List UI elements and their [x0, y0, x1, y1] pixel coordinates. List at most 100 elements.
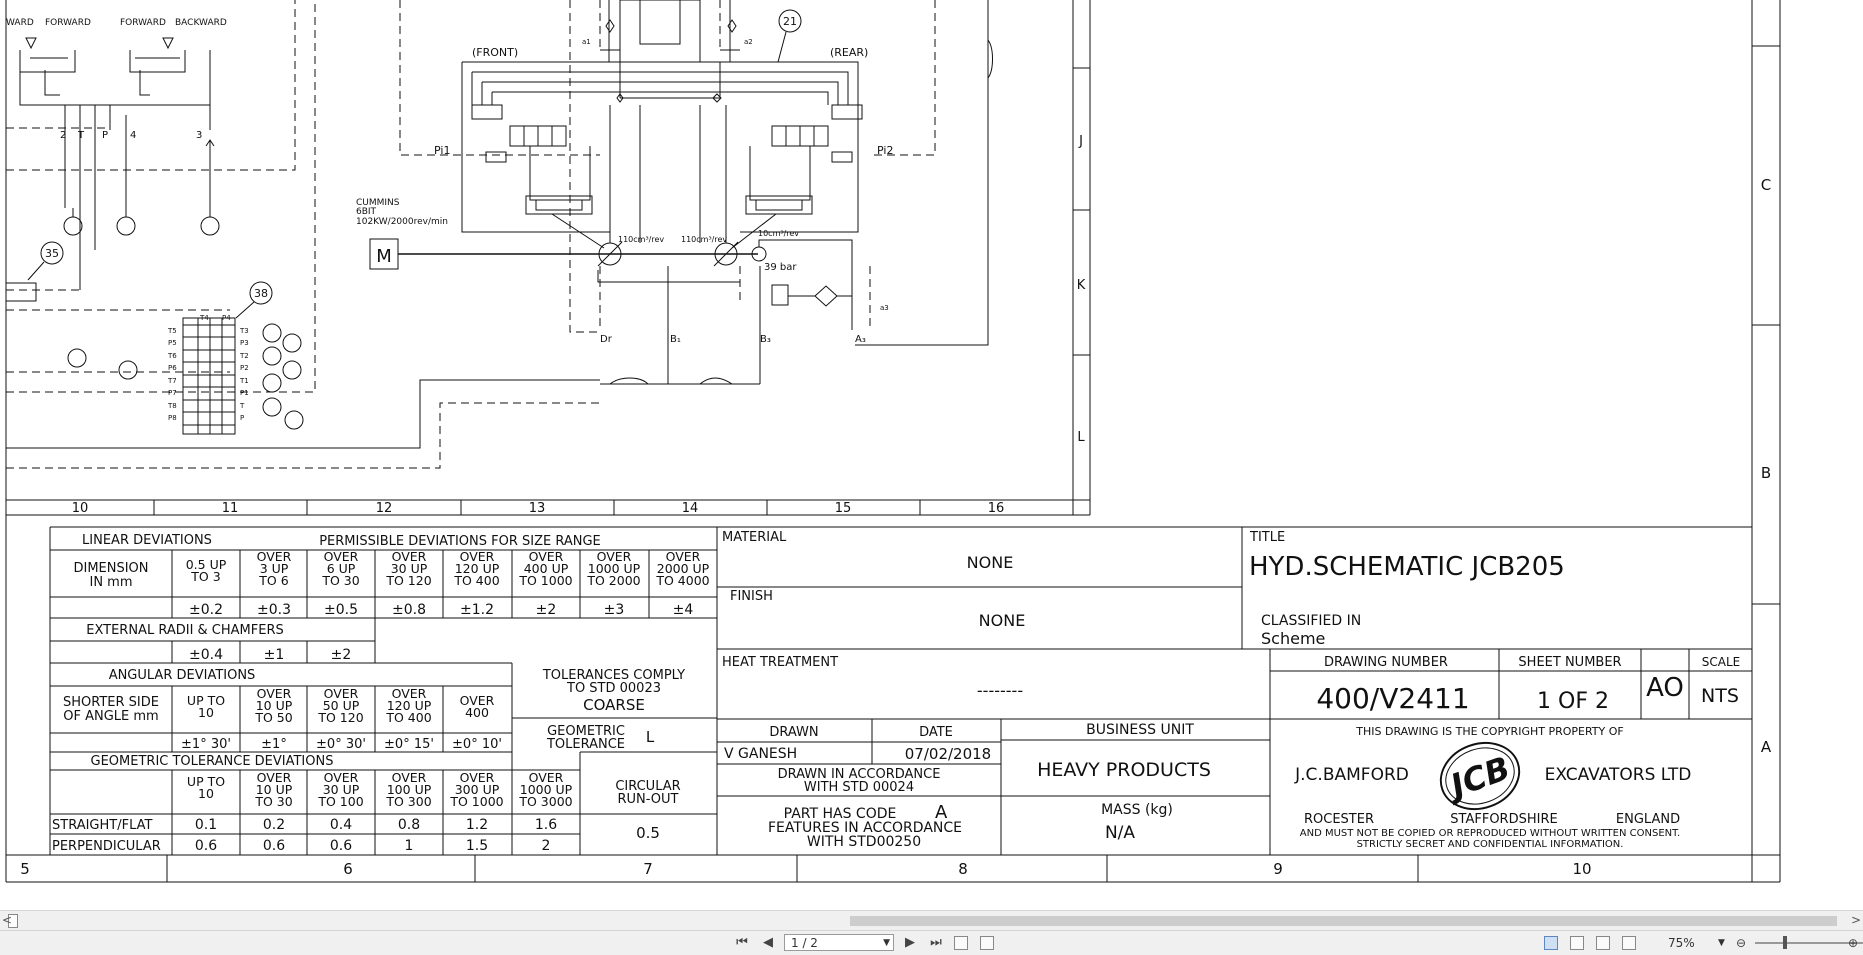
angular-value: ±0° 10'	[452, 737, 502, 752]
radii-value: ±0.4	[189, 647, 223, 663]
drawing-canvas: C B A J K L 10 11 12 13 14 15 16 WARD FO…	[5, 0, 1781, 883]
port-label: P3	[240, 339, 249, 347]
scale-label: SCALE	[1702, 655, 1740, 669]
col-number: 16	[988, 501, 1005, 516]
linear-range-header: OVER	[460, 549, 495, 564]
circular-runout-value: 0.5	[636, 824, 660, 842]
continuous-facing-view-icon[interactable]	[1622, 936, 1636, 950]
geometric-value: 2	[542, 838, 551, 854]
port-label: T8	[167, 402, 177, 410]
chevron-down-icon[interactable]: ▼	[883, 938, 890, 948]
geometric-value: 0.2	[263, 817, 285, 833]
material-value: NONE	[967, 553, 1014, 572]
linear-range-header: 1000 UP	[588, 561, 641, 576]
geometric-range-header: TO 30	[254, 794, 292, 809]
col-number: 11	[222, 501, 239, 516]
geometric-range-header: OVER	[529, 770, 564, 785]
geometric-tolerance-label: TOLERANCE	[546, 737, 625, 752]
angular-range-header: 400	[465, 705, 489, 720]
engine-label: 102KW/2000rev/min	[356, 217, 448, 227]
linear-value: ±0.8	[392, 602, 426, 618]
scroll-left-arrow[interactable]: <	[2, 913, 13, 927]
port-label: T7	[167, 377, 177, 385]
shorter-side-label: OF ANGLE mm	[63, 709, 158, 724]
geometric-range-header: OVER	[392, 770, 427, 785]
mass-value: N/A	[1105, 823, 1135, 843]
finish-label: FINISH	[730, 589, 773, 604]
tolerance-note: TO STD 00023	[566, 681, 661, 696]
dimension-label: IN mm	[89, 575, 132, 590]
mass-label: MASS (kg)	[1101, 802, 1173, 818]
location-england: ENGLAND	[1616, 812, 1680, 827]
copyright-line: THIS DRAWING IS THE COPYRIGHT PROPERTY O…	[1355, 725, 1623, 738]
angular-range-header: 10 UP	[256, 698, 293, 713]
scroll-thumb[interactable]	[850, 916, 1837, 926]
drawn-accordance-note: DRAWN IN ACCORDANCE	[778, 767, 941, 782]
port-label: T	[239, 402, 245, 410]
angular-range-header: 50 UP	[323, 698, 360, 713]
circular-runout-label: CIRCULAR	[615, 779, 680, 794]
scroll-right-arrow[interactable]: >	[1850, 913, 1861, 927]
geometric-value: 1.6	[535, 817, 557, 833]
port-label: P5	[168, 339, 177, 347]
part-features-note: FEATURES IN ACCORDANCE	[768, 820, 962, 836]
zoom-dropdown-icon[interactable]: ▼	[1718, 938, 1725, 948]
business-unit-label: BUSINESS UNIT	[1086, 722, 1194, 738]
label-forward: FORWARD	[45, 18, 91, 28]
linear-value: ±0.5	[324, 602, 358, 618]
geometric-value: 1	[405, 838, 414, 854]
zoom-slider-track[interactable]	[1755, 942, 1863, 944]
schematic-drawing: C B A J K L 10 11 12 13 14 15 16 WARD FO…	[5, 0, 1781, 883]
linear-range-header: TO 30	[321, 573, 359, 588]
tolerance-note: TOLERANCES COMPLY	[542, 668, 685, 683]
geometric-range-header: 30 UP	[323, 782, 360, 797]
scroll-track[interactable]	[20, 916, 1843, 926]
continuous-view-icon[interactable]	[1570, 936, 1584, 950]
title-label: TITLE	[1249, 530, 1285, 545]
col-number: 5	[20, 860, 30, 878]
single-page-view-icon[interactable]	[1544, 936, 1558, 950]
first-page-button[interactable]: ⏮	[736, 935, 748, 950]
engine-label: 6BIT	[356, 207, 377, 217]
last-page-button[interactable]: ⏭	[930, 935, 942, 950]
linear-range-header: OVER	[597, 549, 632, 564]
status-bar: ⏮ ◀ 1 / 2 ▼ ▶ ⏭ 75% ▼ ⊖ ⊕	[0, 930, 1863, 955]
linear-value: ±2	[536, 602, 557, 618]
zoom-slider-thumb[interactable]	[1783, 936, 1787, 949]
linear-range-header: 3 UP	[260, 561, 289, 576]
radii-value: ±2	[331, 647, 352, 663]
zoom-in-icon[interactable]: ⊕	[1847, 936, 1859, 950]
linear-range-header: OVER	[529, 549, 564, 564]
geometric-tolerance-code: L	[646, 728, 655, 746]
linear-value: ±0.2	[189, 602, 223, 618]
paste-page-icon[interactable]	[980, 936, 994, 950]
geometric-range-header: 1000 UP	[520, 782, 573, 797]
horizontal-scrollbar[interactable]: < >	[0, 910, 1863, 931]
angular-range-header: OVER	[257, 686, 292, 701]
next-page-button[interactable]: ▶	[905, 935, 915, 950]
page-number-input[interactable]: 1 / 2 ▼	[784, 934, 894, 951]
geometric-range-header: UP TO	[187, 774, 225, 789]
port-label: 4	[130, 130, 136, 141]
angular-range-header: TO 120	[317, 710, 363, 725]
zoom-out-icon[interactable]: ⊖	[1735, 936, 1747, 950]
drawn-label: DRAWN	[769, 725, 818, 740]
facing-pages-view-icon[interactable]	[1596, 936, 1610, 950]
previous-page-button[interactable]: ◀	[763, 935, 773, 950]
port-label: T1	[239, 377, 249, 385]
port-label: T6	[167, 352, 177, 360]
linear-value: ±3	[604, 602, 625, 618]
heat-treatment-value: --------	[977, 681, 1023, 700]
port-label: T3	[239, 327, 249, 335]
row-letter-c: C	[1761, 176, 1771, 194]
angular-range-header: TO 50	[254, 710, 292, 725]
col-number: 9	[1273, 860, 1283, 878]
angular-value: ±1° 30'	[181, 737, 231, 752]
port-label: P2	[240, 364, 249, 372]
copy-page-icon[interactable]	[954, 936, 968, 950]
row-letter-a: A	[1761, 738, 1772, 756]
linear-range-header: TO 120	[385, 573, 431, 588]
geometric-range-header: TO 3000	[518, 794, 572, 809]
row-letter-b: B	[1761, 464, 1771, 482]
zoom-level[interactable]: 75%	[1668, 936, 1695, 950]
